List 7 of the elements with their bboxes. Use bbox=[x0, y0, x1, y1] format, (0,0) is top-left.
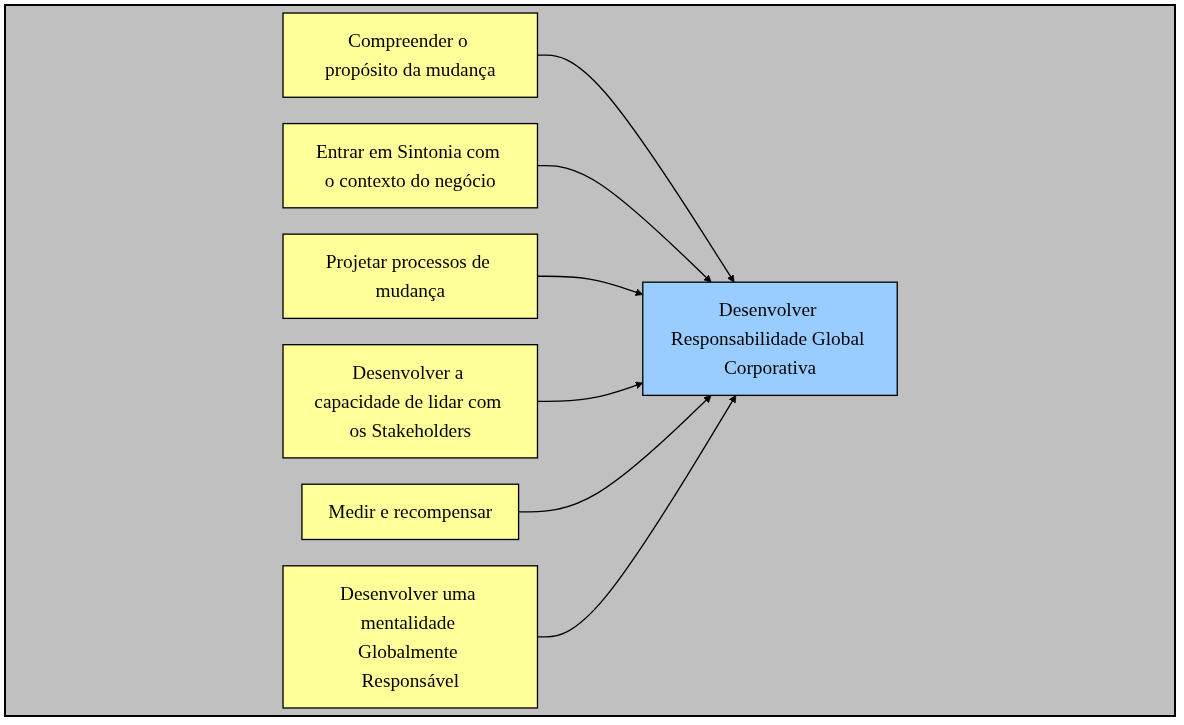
node-box: Desenvolver uma mentalidade Globalmente Responsável bbox=[282, 565, 538, 709]
node-box: Entrar em Sintonia com o contexto do negócio bbox=[282, 122, 538, 209]
node-box: Desenvolver Responsabilidade Global Corporativa bbox=[642, 281, 898, 397]
node-box: Projetar processos de mudança bbox=[282, 233, 538, 320]
node-box: Medir e recompensar bbox=[301, 483, 520, 541]
node-box: Compreender o propósito da mudança bbox=[282, 12, 538, 98]
node-box: Desenvolver a capacidade de lidar com os Stakeholders bbox=[282, 344, 538, 459]
